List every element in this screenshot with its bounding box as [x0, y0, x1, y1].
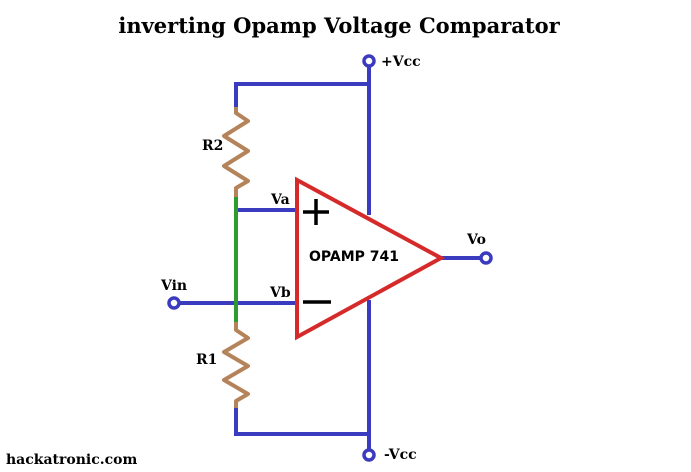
vin-terminal-icon — [167, 296, 181, 310]
vo-terminal-icon — [479, 251, 493, 265]
pos-supply-label: +Vcc — [381, 54, 421, 70]
neg-supply-terminal-icon — [362, 448, 376, 462]
vin-label: Vin — [160, 278, 187, 294]
watermark: hackatronic.com — [6, 452, 137, 468]
vo-label: Vo — [466, 232, 486, 248]
r2-resistor — [222, 107, 250, 197]
neg-supply-label: -Vcc — [384, 447, 417, 463]
plus-icon — [303, 199, 329, 225]
pos-supply-terminal-icon — [362, 54, 376, 68]
r1-label: R1 — [196, 352, 217, 368]
terminals — [167, 54, 493, 462]
opamp-label: OPAMP 741 — [309, 249, 399, 265]
opamp-triangle — [295, 176, 446, 341]
r1-resistor — [222, 322, 250, 408]
r2-label: R2 — [202, 138, 223, 154]
supply-wires — [172, 59, 488, 457]
va-label: Va — [270, 192, 290, 208]
diagram-title: inverting Opamp Voltage Comparator — [118, 13, 560, 38]
vb-label: Vb — [269, 285, 291, 301]
